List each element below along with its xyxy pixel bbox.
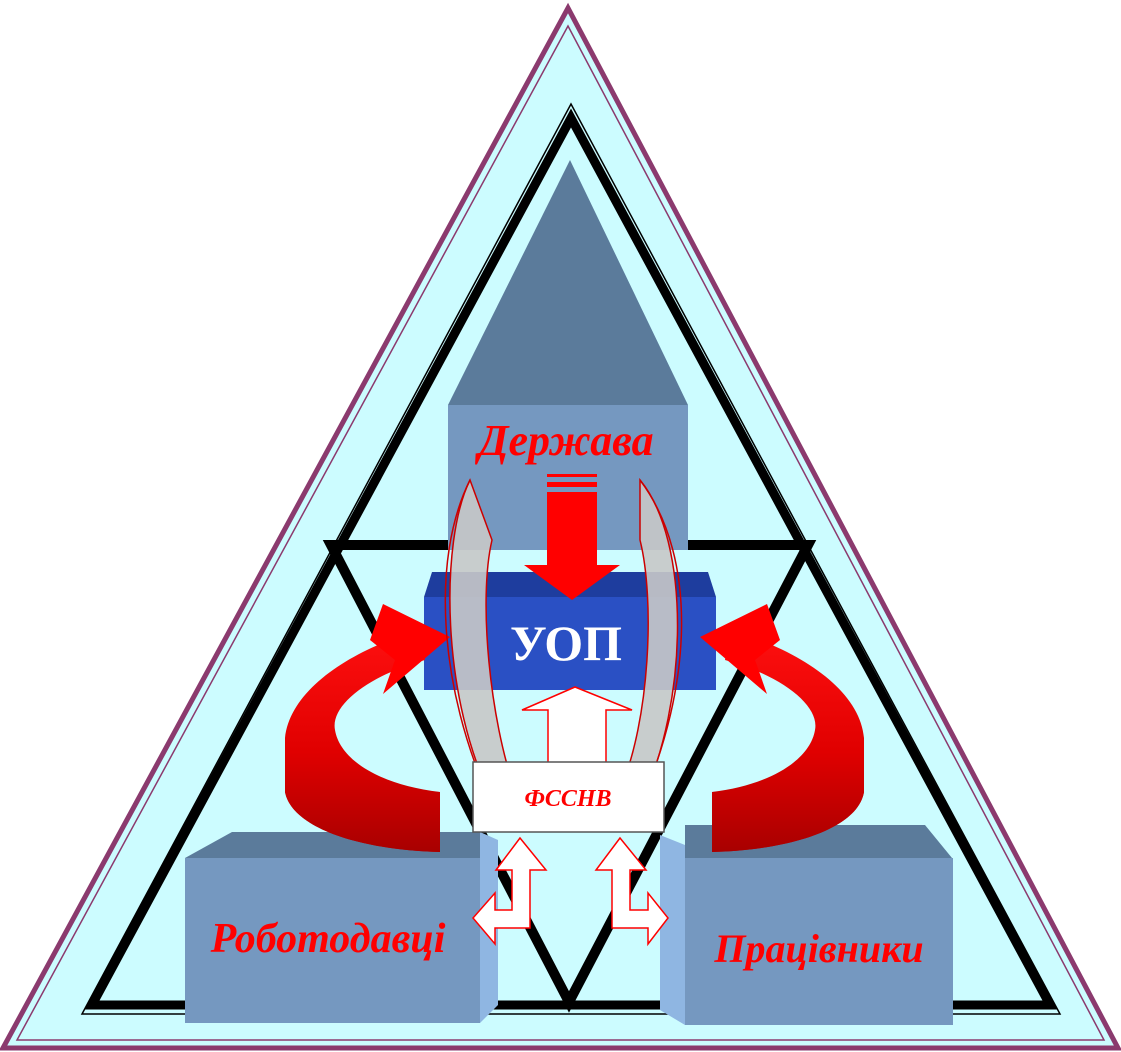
arrow-stripe	[547, 474, 597, 477]
center-label: УОП	[510, 615, 622, 671]
workers-block	[660, 825, 953, 1025]
fund-label: ФССНВ	[524, 786, 611, 812]
employers-label: Роботодавці	[210, 916, 446, 962]
workers-label: Працівники	[713, 926, 923, 971]
arrow-stripe	[547, 482, 597, 487]
fund-box: ФССНВ	[473, 762, 664, 832]
workers-block-side	[660, 835, 685, 1025]
state-label: Держава	[474, 416, 653, 465]
